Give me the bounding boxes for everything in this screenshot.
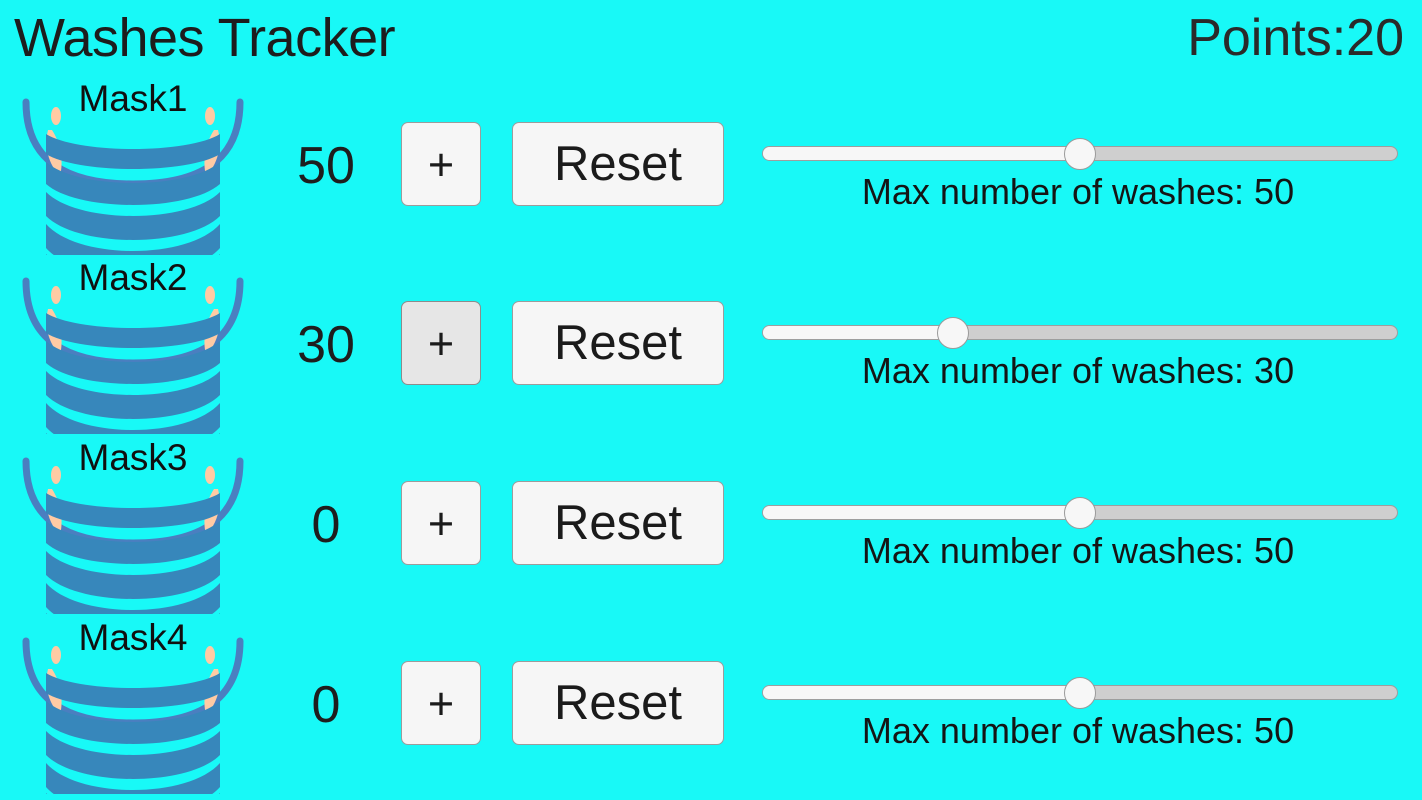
page-title: Washes Tracker — [14, 8, 396, 68]
face-mask-icon — [22, 457, 244, 614]
mask-thumbnail-cell: Mask2 — [8, 255, 258, 434]
max-washes-caption: Max number of washes: 50 — [861, 710, 1295, 751]
max-washes-caption: Max number of washes: 50 — [861, 530, 1295, 571]
max-washes-slider-group: Max number of washes: 50 — [760, 76, 1410, 255]
mask-thumbnail-cell: Mask1 — [8, 76, 258, 255]
max-washes-caption: Max number of washes: 50 — [861, 171, 1295, 212]
wash-count: 0 — [311, 675, 341, 734]
mask-row: Mask2 30 + Reset Max number of washes: 3… — [0, 255, 1422, 434]
max-washes-slider[interactable] — [762, 497, 1398, 529]
face-mask-icon — [22, 637, 244, 794]
wash-count: 50 — [297, 136, 355, 195]
points-counter: Points:20 — [1187, 9, 1404, 67]
mask-thumbnail-cell: Mask4 — [8, 615, 258, 794]
slider-track[interactable] — [762, 325, 1398, 340]
app-header: Washes Tracker Points:20 — [0, 0, 1422, 76]
mask-thumbnail-cell: Mask3 — [8, 435, 258, 614]
wash-count: 0 — [311, 495, 341, 554]
reset-button[interactable]: Reset — [512, 122, 724, 206]
mask-list: Mask1 50 + Reset Max number of washes: 5… — [0, 76, 1422, 800]
slider-fill — [763, 686, 1080, 699]
slider-thumb[interactable] — [1064, 497, 1096, 529]
face-mask-icon — [22, 98, 244, 255]
wash-count: 30 — [297, 315, 355, 374]
increment-button[interactable]: + — [401, 481, 481, 565]
reset-button[interactable]: Reset — [512, 481, 724, 565]
slider-thumb[interactable] — [1064, 138, 1096, 170]
slider-fill — [763, 147, 1080, 160]
slider-thumb[interactable] — [936, 317, 969, 349]
mask-row: Mask3 0 + Reset Max number of washes: 50 — [0, 435, 1422, 614]
increment-button[interactable]: + — [401, 122, 481, 206]
mask-row: Mask4 0 + Reset Max number of washes: 50 — [0, 615, 1422, 794]
max-washes-slider[interactable] — [762, 677, 1398, 709]
increment-button[interactable]: + — [401, 301, 481, 385]
max-washes-slider-group: Max number of washes: 50 — [760, 435, 1410, 614]
face-mask-icon — [22, 277, 244, 434]
max-washes-slider[interactable] — [762, 138, 1398, 170]
max-washes-slider[interactable] — [762, 317, 1398, 349]
increment-button[interactable]: + — [401, 661, 481, 745]
slider-thumb[interactable] — [1064, 677, 1096, 709]
reset-button[interactable]: Reset — [512, 661, 724, 745]
max-washes-slider-group: Max number of washes: 50 — [760, 615, 1410, 794]
mask-row: Mask1 50 + Reset Max number of washes: 5… — [0, 76, 1422, 255]
max-washes-slider-group: Max number of washes: 30 — [760, 255, 1410, 434]
reset-button[interactable]: Reset — [512, 301, 724, 385]
slider-fill — [763, 506, 1080, 519]
slider-fill — [763, 326, 954, 339]
max-washes-caption: Max number of washes: 30 — [861, 350, 1295, 391]
